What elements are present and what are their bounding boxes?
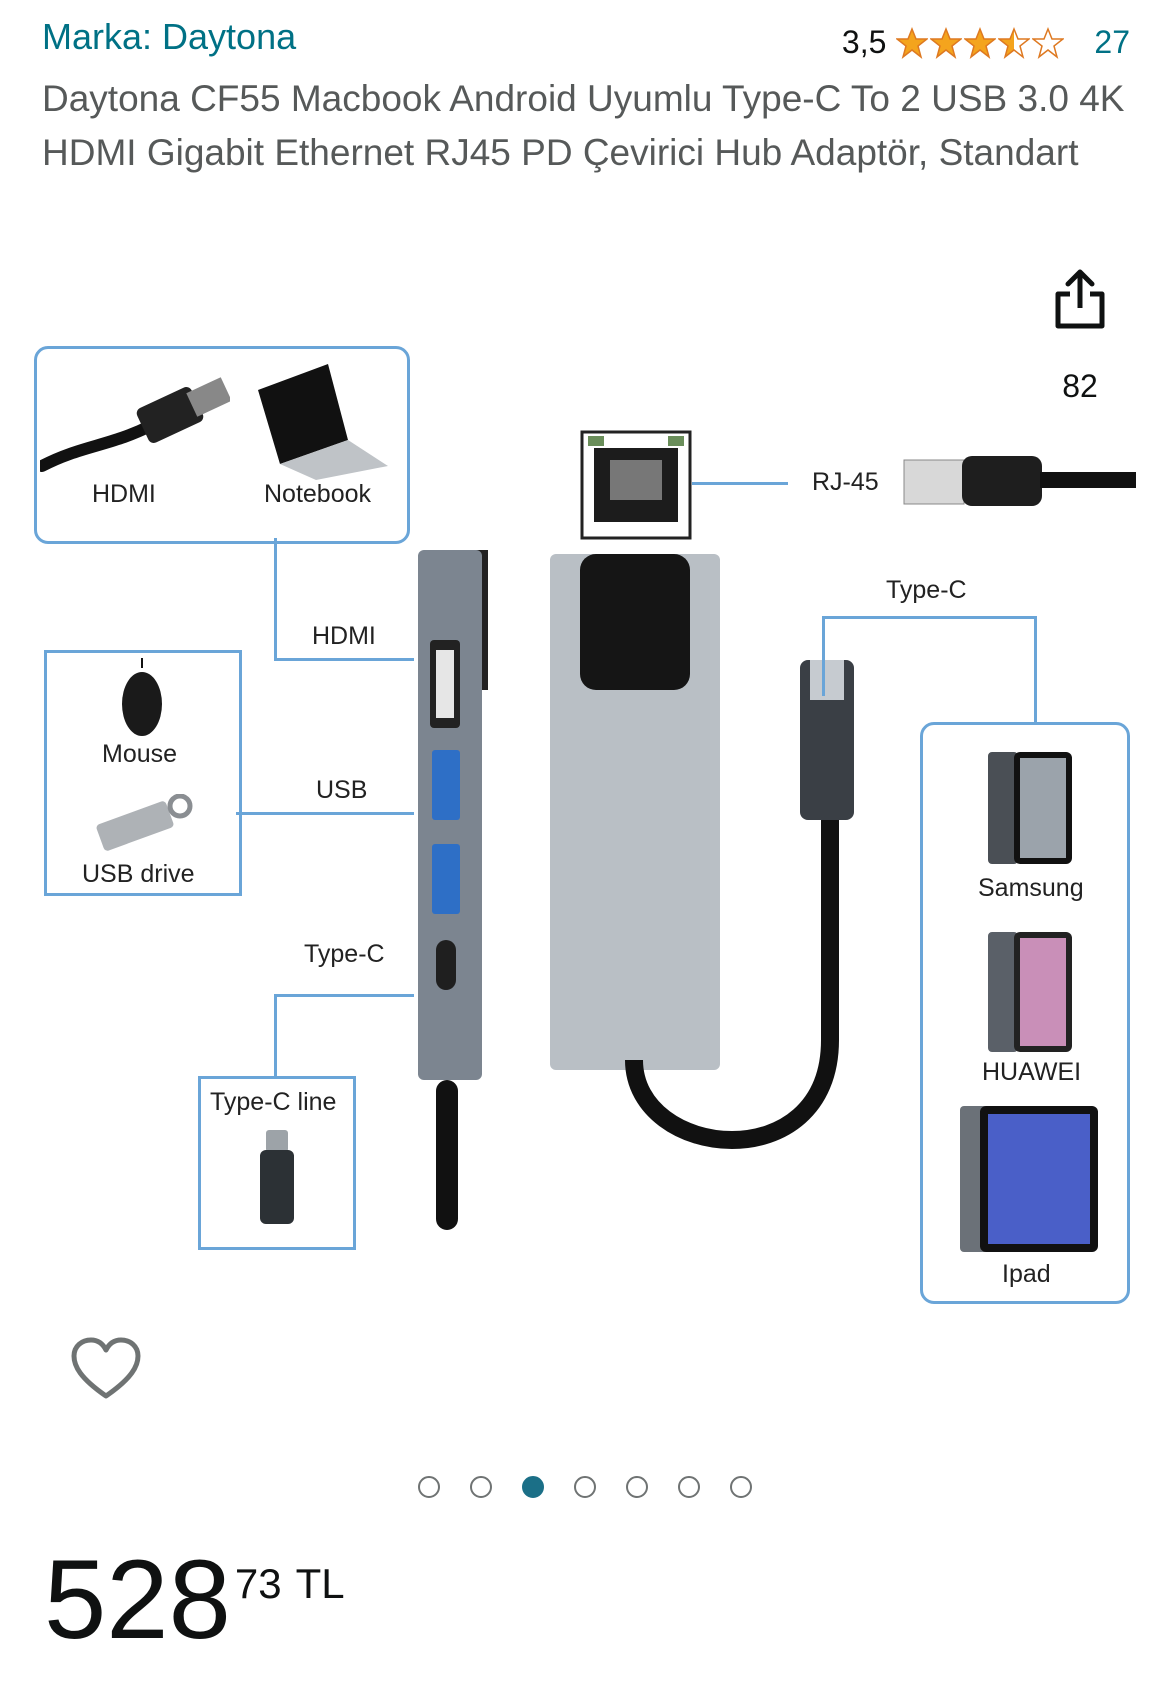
usb-port-label: USB <box>316 776 368 804</box>
notebook-icon <box>258 364 388 480</box>
rj45-label: RJ-45 <box>812 468 879 496</box>
star-icon <box>896 26 929 59</box>
hdmi-connector-line-h <box>274 658 414 661</box>
pagination-dot[interactable] <box>470 1476 492 1498</box>
typec-port-label: Type-C <box>304 940 385 968</box>
usb-connector-line <box>236 812 414 815</box>
pagination-dot[interactable] <box>522 1476 544 1498</box>
rating-value: 3,5 <box>841 24 887 60</box>
ethernet-cable-icon <box>903 456 1136 506</box>
typec-right-line-v2 <box>1034 616 1037 722</box>
samsung-label: Samsung <box>978 874 1084 902</box>
hdmi-box-label: HDMI <box>92 480 156 508</box>
price-currency: TL <box>295 1560 345 1607</box>
price: 528 73 TL <box>44 1540 345 1660</box>
ipad-icon <box>960 1106 1098 1252</box>
pagination-dot[interactable] <box>418 1476 440 1498</box>
notebook-label: Notebook <box>264 480 372 508</box>
pagination-dot[interactable] <box>626 1476 648 1498</box>
share-icon <box>1055 269 1105 329</box>
price-whole: 528 <box>44 1537 231 1662</box>
usb-drive-icon <box>96 794 193 851</box>
typec-connector-line-v <box>274 994 277 1078</box>
hdmi-cable-icon <box>40 377 230 472</box>
brand-link[interactable]: Marka: Daytona <box>42 16 297 57</box>
hdmi-port-label: HDMI <box>312 622 376 650</box>
star-icon <box>998 26 1031 59</box>
huawei-label: HUAWEI <box>982 1058 1082 1086</box>
typec-plug-icon <box>260 1130 294 1224</box>
rj45-port-icon <box>580 430 692 540</box>
typec-right-line-v1 <box>822 616 825 696</box>
hdmi-connector-line <box>274 538 277 660</box>
hub-side-view <box>418 550 488 1230</box>
pagination-dot[interactable] <box>574 1476 596 1498</box>
share-button[interactable] <box>1052 268 1108 332</box>
typec-line-label: Type-C line <box>210 1088 337 1116</box>
image-pagination <box>0 1476 1170 1498</box>
usb-drive-label: USB drive <box>82 860 195 888</box>
wishlist-button[interactable] <box>70 1336 142 1402</box>
hub-cable <box>625 660 854 1149</box>
mouse-label: Mouse <box>102 740 178 768</box>
share-count: 82 <box>1062 368 1098 404</box>
mouse-icon <box>122 658 162 736</box>
pagination-dot[interactable] <box>678 1476 700 1498</box>
rj45-connector-line <box>692 482 788 485</box>
product-title: Daytona CF55 Macbook Android Uyumlu Type… <box>42 78 1125 173</box>
star-icon <box>964 26 997 59</box>
typec-top-label: Type-C <box>886 576 967 604</box>
star-icon <box>930 26 963 59</box>
star-icon <box>1032 26 1065 59</box>
product-image[interactable]: HDMI Notebook HDMI Mouse USB drive USB T… <box>0 330 1170 1330</box>
price-fraction: 73 <box>234 1560 282 1607</box>
rating-stars <box>896 26 1065 59</box>
samsung-phone-icon <box>988 752 1072 864</box>
heart-icon <box>71 1337 141 1399</box>
pagination-dot[interactable] <box>730 1476 752 1498</box>
typec-right-line-h <box>822 616 1036 619</box>
rating-count-link[interactable]: 27 <box>1094 24 1130 60</box>
ipad-label: Ipad <box>1002 1260 1051 1288</box>
rating-summary[interactable]: 3,5 27 <box>842 24 1130 61</box>
hub-front-view <box>550 554 720 1070</box>
huawei-phone-icon <box>988 932 1072 1052</box>
typec-connector-line-h <box>274 994 414 997</box>
